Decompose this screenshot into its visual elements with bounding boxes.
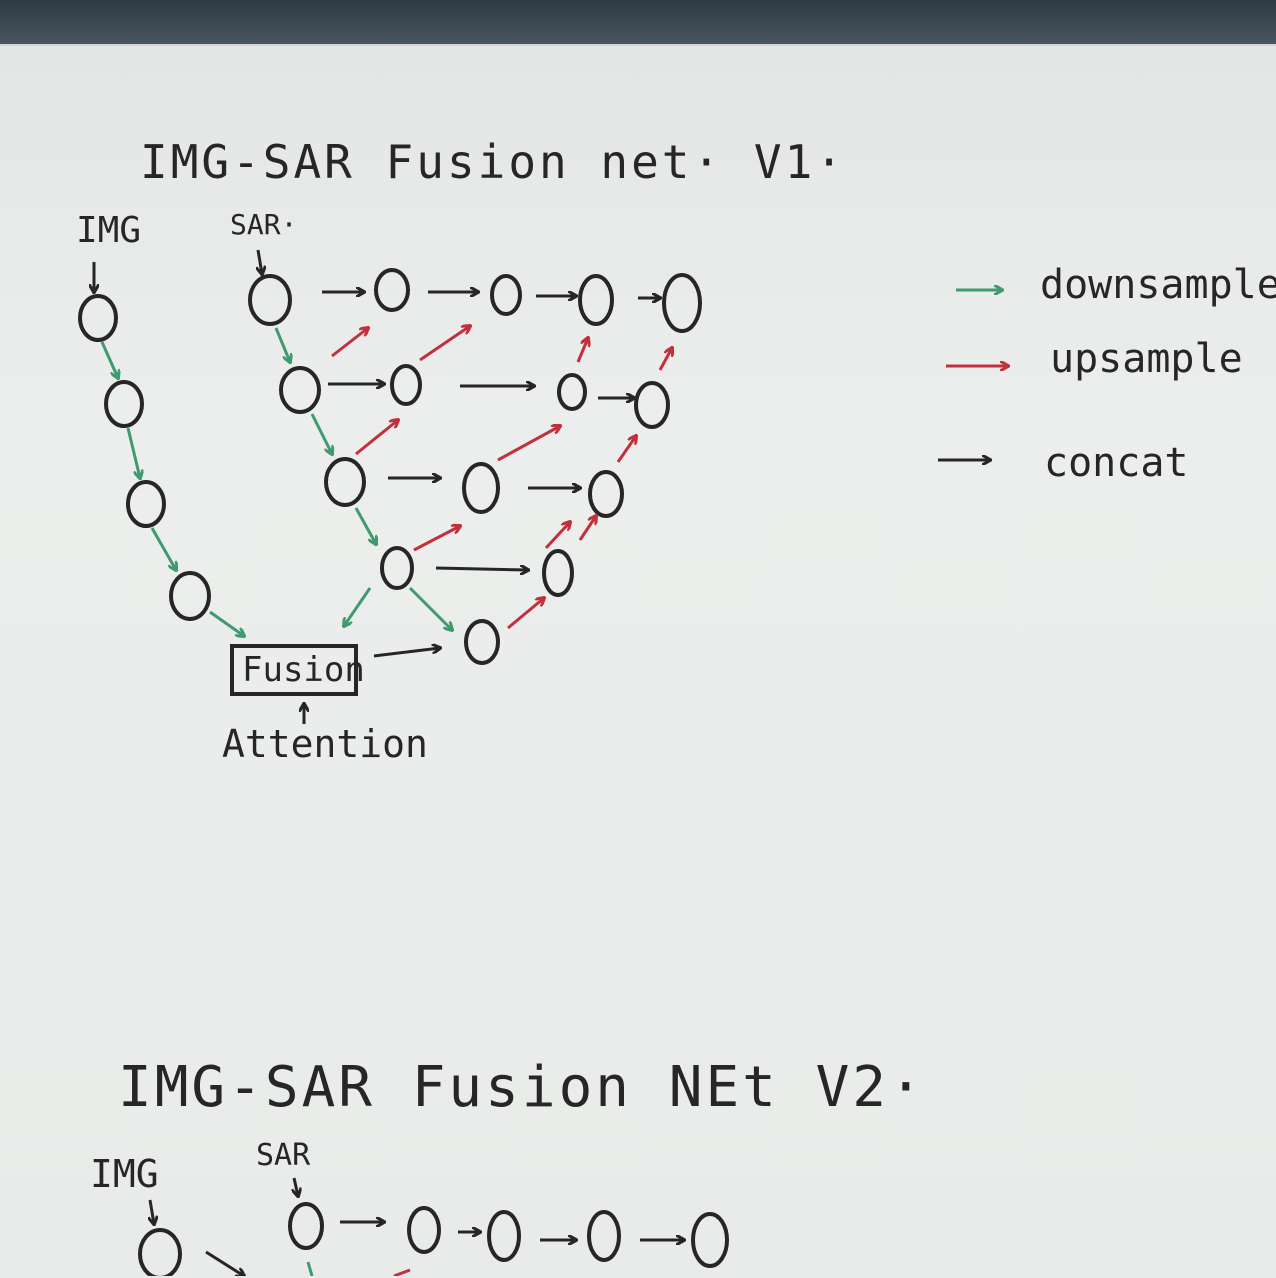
upsample-arrow: [544, 522, 570, 550]
grid-node: [390, 364, 422, 406]
downsample-arrow: [209, 610, 244, 636]
v2-sar-label: SAR: [256, 1138, 311, 1173]
downsample-arrow: [344, 587, 372, 626]
v1-img-label: IMG: [76, 210, 142, 251]
attention-label: Attention: [222, 722, 428, 766]
concat-arrow: [435, 568, 528, 570]
grid-node: [588, 470, 624, 518]
upsample-arrow: [331, 328, 368, 358]
grid-node: [462, 462, 500, 514]
upsample-arrow: [497, 426, 560, 462]
legend-upsample-label: upsample: [1050, 336, 1243, 382]
upsample-arrow: [576, 338, 588, 363]
grid-node: [374, 268, 410, 312]
v2-input-arrow: [294, 1177, 298, 1196]
img-node: [126, 480, 166, 528]
v2-concat-arrows: [150, 1177, 684, 1276]
v1-nodes: [78, 268, 702, 696]
grid-node: [662, 273, 702, 333]
v2-title: IMG-SAR Fusion NEt V2·: [118, 1055, 926, 1120]
legend-concat-label: concat: [1044, 440, 1189, 486]
downsample-arrow: [310, 413, 332, 454]
v2-input-arrow: [150, 1199, 154, 1224]
grid-node: [490, 274, 522, 316]
grid-node: [464, 619, 500, 665]
v1-sar-label: SAR·: [230, 208, 298, 241]
v2-grid-node: [487, 1210, 521, 1262]
v1-upsample-arrows: [331, 326, 672, 630]
v2-grid-node: [691, 1212, 729, 1268]
downsample-arrow: [100, 341, 118, 378]
whiteboard: [0, 44, 1276, 1278]
v2-concat-arrow: [205, 1250, 244, 1276]
upsample-arrow: [658, 348, 672, 371]
v2-upsample-arrow: [393, 1268, 411, 1276]
grid-node: [324, 457, 366, 507]
downsample-arrow: [274, 327, 290, 362]
fusion-label: Fusion: [242, 650, 365, 690]
concat-arrow: [373, 648, 440, 658]
img-node: [104, 380, 144, 428]
fusion-box: [230, 644, 358, 696]
grid-node: [380, 546, 414, 590]
downsample-arrow: [408, 586, 452, 630]
upsample-arrow: [355, 420, 398, 456]
grid-node: [279, 366, 321, 414]
legend-downsample-label: downsample.: [1040, 262, 1276, 308]
upsample-arrow: [413, 526, 460, 552]
img-node: [78, 294, 118, 342]
downsample-arrow: [354, 507, 376, 544]
downsample-arrow: [126, 427, 140, 478]
top-frame: [0, 0, 1276, 48]
grid-node: [248, 274, 292, 326]
v2-grid-node: [288, 1202, 324, 1250]
v2-img-label: IMG: [90, 1152, 159, 1196]
v1-input-arrows: [94, 249, 262, 292]
upsample-arrow: [507, 598, 544, 630]
v2-grid-node: [587, 1210, 621, 1262]
v1-downsample-arrows: [100, 327, 452, 636]
grid-node: [557, 373, 587, 411]
v2-nodes: [138, 1202, 729, 1276]
downsample-arrow: [150, 527, 176, 570]
input-arrow: [258, 249, 262, 274]
upsample-arrow: [578, 516, 596, 541]
grid-node: [634, 381, 670, 429]
v1-title: IMG-SAR Fusion net· V1·: [140, 135, 846, 189]
img-node: [169, 571, 211, 621]
grid-node: [542, 549, 574, 597]
upsample-arrow: [616, 436, 636, 463]
v2-img-node: [138, 1228, 182, 1276]
grid-node: [578, 274, 614, 326]
v2-downsample-arrow: [306, 1261, 314, 1276]
v1-concat-arrows: [304, 292, 660, 724]
upsample-arrow: [419, 326, 470, 362]
v2-grid-node: [407, 1206, 441, 1254]
legend-arrows: [938, 290, 1008, 460]
